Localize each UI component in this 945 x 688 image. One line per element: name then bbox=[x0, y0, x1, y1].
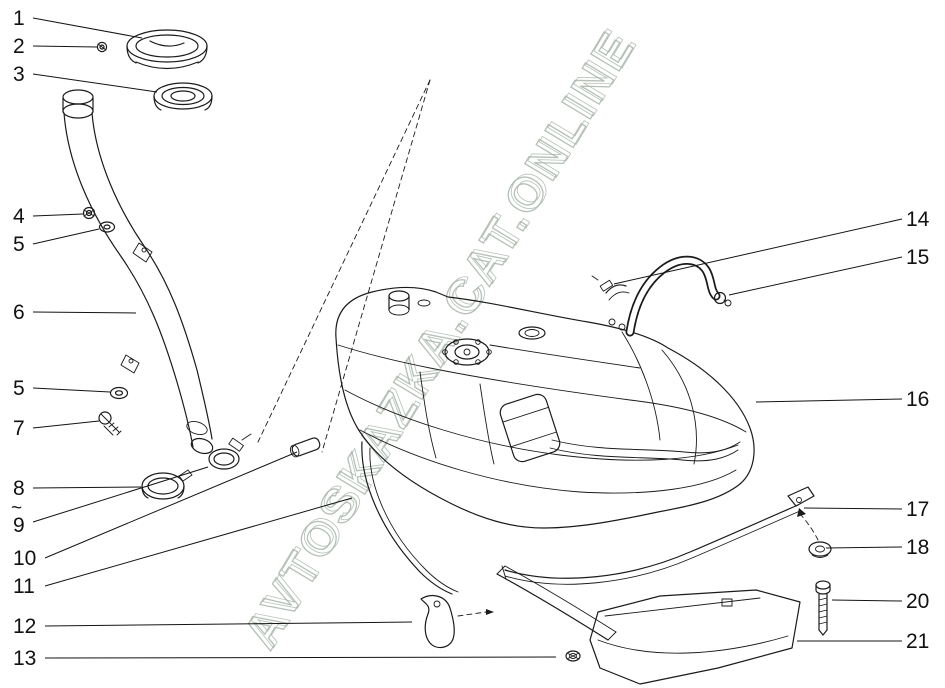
leader-5b bbox=[32, 387, 111, 393]
leader-7 bbox=[32, 420, 100, 429]
construction-lines bbox=[257, 79, 431, 453]
leader-10 bbox=[44, 451, 298, 559]
fuel-cap bbox=[126, 29, 208, 70]
leader-2 bbox=[32, 45, 98, 48]
grommet-part18 bbox=[808, 541, 832, 558]
right-strap bbox=[501, 486, 819, 585]
leader-18 bbox=[825, 546, 903, 549]
nut-part13 bbox=[565, 650, 581, 662]
leader-3 bbox=[32, 73, 158, 93]
bolt-part20 bbox=[815, 580, 831, 636]
callout-6: 6 bbox=[13, 301, 25, 324]
callout-14: 14 bbox=[906, 208, 930, 231]
callout-13: 13 bbox=[13, 647, 36, 670]
callout-18: 18 bbox=[906, 536, 929, 559]
filler-neck-ring bbox=[153, 82, 213, 111]
hose-clamp-part14 bbox=[591, 275, 630, 301]
callout-11: 11 bbox=[13, 575, 35, 598]
watermark-text-shadow: AVTOSKAZKA.CAT.ONLINE bbox=[237, 18, 648, 654]
leader-1 bbox=[32, 17, 143, 39]
leader-17 bbox=[803, 507, 903, 510]
leader-13 bbox=[44, 656, 557, 659]
leader-16 bbox=[755, 398, 903, 403]
callout-2: 2 bbox=[13, 35, 25, 58]
callout-15: 15 bbox=[906, 246, 929, 269]
callout-numbers: 1 2 3 4 5 6 5 7 8 ~ 9 10 11 12 13 14 15 … bbox=[11, 7, 930, 670]
sleeve-part10 bbox=[289, 437, 321, 458]
callout-1: 1 bbox=[13, 7, 25, 30]
washer-part5-lower bbox=[109, 386, 129, 400]
leader-lines bbox=[32, 17, 903, 659]
leader-5a bbox=[32, 228, 100, 245]
watermark: AVTOSKAZKA.CAT.ONLINE AVTOSKAZKA.CAT.ONL… bbox=[233, 18, 649, 659]
leader-20 bbox=[831, 599, 903, 602]
leader-6 bbox=[32, 311, 137, 314]
callout-9: 9 bbox=[13, 514, 25, 537]
callout-20: 20 bbox=[906, 590, 929, 613]
leader-8 bbox=[32, 486, 142, 489]
callout-3: 3 bbox=[13, 63, 25, 86]
callout-4: 4 bbox=[13, 205, 25, 228]
leader-9 bbox=[32, 466, 209, 523]
callout-21: 21 bbox=[906, 630, 929, 653]
callout-8: 8 bbox=[13, 477, 25, 500]
callout-16: 16 bbox=[906, 388, 929, 411]
vent-hose bbox=[591, 255, 732, 337]
callout-7: 7 bbox=[13, 417, 25, 440]
callout-12: 12 bbox=[13, 615, 36, 638]
diagram-art bbox=[62, 29, 832, 685]
cap-tether-fastener bbox=[96, 41, 108, 53]
filler-pipe bbox=[62, 89, 214, 455]
leader-11 bbox=[44, 497, 353, 587]
callout-5a: 5 bbox=[13, 233, 25, 256]
bracket-part12 bbox=[420, 595, 494, 649]
left-strap bbox=[361, 441, 459, 595]
nut-part4 bbox=[82, 206, 96, 220]
hose-fitting-part15 bbox=[713, 291, 732, 307]
screw-part7 bbox=[98, 411, 122, 436]
callout-5b: 5 bbox=[13, 377, 25, 400]
clamp-part9 bbox=[208, 433, 252, 470]
leader-12 bbox=[44, 621, 413, 627]
fuel-tank bbox=[335, 286, 755, 529]
leader-14 bbox=[613, 218, 903, 285]
callout-17: 17 bbox=[906, 498, 929, 521]
callout-10: 10 bbox=[13, 547, 36, 570]
washer-part5-upper bbox=[98, 221, 116, 233]
heat-shield-part21 bbox=[589, 589, 801, 685]
leader-15 bbox=[728, 256, 903, 296]
callout-9-tilde: ~ bbox=[11, 498, 22, 519]
leader-4 bbox=[32, 213, 84, 217]
shield-band bbox=[496, 565, 617, 641]
